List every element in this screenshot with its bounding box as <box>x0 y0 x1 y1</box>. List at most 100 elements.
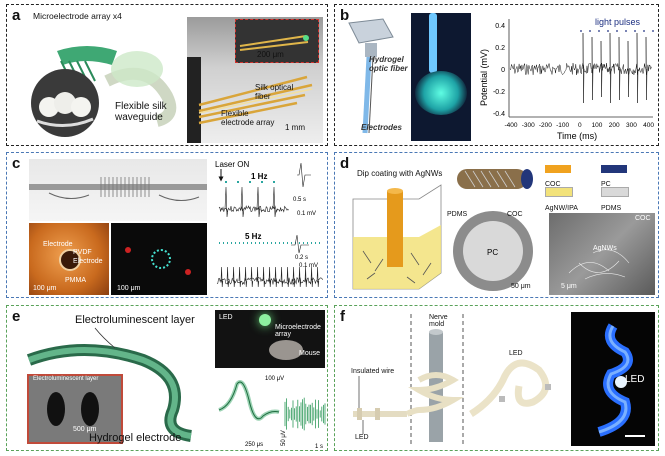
pdms-label: PDMS <box>447 211 468 218</box>
material-legend: COC PC AgNW/IPA PDMS <box>545 165 655 212</box>
legend-coc: COC <box>545 165 571 191</box>
trace-5hz <box>216 266 323 288</box>
panel-c-label: c <box>12 155 21 172</box>
trace-1hz <box>218 186 289 218</box>
y-tick-label: -0.2 <box>493 89 505 96</box>
x-axis-label: Time (ms) <box>557 131 597 141</box>
panel-a-photo <box>187 17 323 143</box>
x-tick-label: -300 <box>522 122 535 129</box>
5hz-label: 5 Hz <box>245 232 261 241</box>
pmma-label: PMMA <box>65 277 86 284</box>
coc-label: COC <box>507 211 523 218</box>
coated-rod-illustration <box>457 169 533 189</box>
light-pulse-dot <box>625 30 627 32</box>
electrode-label-1: Electrode <box>43 241 73 248</box>
x-tick-label: -200 <box>539 122 552 129</box>
waveguide-label: Flexible silk waveguide <box>115 101 167 123</box>
light-pulse-dot <box>598 30 600 32</box>
pc-label: PC <box>487 248 498 257</box>
agnws-label: AgNWs <box>593 245 617 252</box>
led-label-e: LED <box>219 314 233 321</box>
panel-d-label: d <box>340 155 350 172</box>
legend-agnw: AgNW/IPA <box>545 187 578 215</box>
y-tick-label: 0.4 <box>495 23 505 30</box>
led-bottom-label: LED <box>355 434 369 441</box>
light-pulse-dot <box>652 30 654 32</box>
legend-pc: PC <box>601 165 627 191</box>
x-tick-label: -100 <box>556 122 569 129</box>
panel-a: a Microelectrode array x4 Flexible silk … <box>6 4 328 146</box>
time-scale-1: 0.5 s <box>293 197 306 203</box>
led-photo-label: LED <box>625 374 645 385</box>
legend-pdms: PDMS <box>601 187 629 215</box>
microelectrode-label: Microelectrode array <box>275 324 321 338</box>
electrodes-label: Electrodes <box>361 123 402 132</box>
x-tick-label: 300 <box>626 122 637 129</box>
x-tick-label: 400 <box>643 122 654 129</box>
laser-on-label: Laser ON <box>215 160 249 169</box>
potential-trace <box>509 32 652 104</box>
dip-coating-illustration <box>352 184 442 290</box>
panel-a-label: a <box>12 7 21 24</box>
50uv-scale: 50 μV <box>281 430 287 446</box>
scale-500um: 500 μm <box>73 426 97 433</box>
led-spiral-label: LED <box>509 350 523 357</box>
light-pulse-dot <box>589 30 591 32</box>
coiled-fiber-photo <box>29 159 207 221</box>
glowing-implant-photo <box>571 312 655 446</box>
mouse-label: Mouse <box>299 350 321 357</box>
mouse-photo <box>215 310 325 368</box>
sem-inset <box>27 374 123 444</box>
250us-scale: 250 μs <box>245 442 263 448</box>
100uv-scale: 100 μV <box>265 376 284 382</box>
light-pulse-dot <box>580 30 582 32</box>
y-tick-label: 0.2 <box>495 45 505 52</box>
y-tick-label: -0.4 <box>493 111 505 118</box>
panel-d: d Dip coating with AgNWs PC PDMS COC 50 … <box>334 152 659 298</box>
time-scale-2: 0.2 s <box>295 255 308 261</box>
scale-100um-1: 100 μm <box>33 285 57 292</box>
inset-el-layer-label: Electroluminescent layer <box>33 376 99 382</box>
hydrogel-electrode-label: Hydrogel electrode <box>89 432 182 444</box>
mv-scale-2: 0.1 mV <box>299 263 318 269</box>
light-pulse-dot <box>634 30 636 32</box>
scale-200um: 200 μm <box>257 50 284 59</box>
fluorescence-photo <box>111 223 207 295</box>
cross-section-photo <box>29 223 109 295</box>
light-pulse-dot <box>643 30 645 32</box>
fiber-illustration <box>26 327 193 442</box>
electrode-label-2: Electrode <box>73 258 103 265</box>
inset-zoom <box>235 19 319 63</box>
nerve-mold-label: Nerve mold <box>429 314 448 328</box>
sem-coc-label: COC <box>635 215 651 222</box>
insulated-wire-label: Insulated wire <box>351 368 395 375</box>
panel-b-label: b <box>340 7 350 24</box>
scale-50um: 50 μm <box>511 283 531 290</box>
dip-coating-label: Dip coating with AgNWs <box>357 169 443 178</box>
x-tick-label: 0 <box>578 122 582 129</box>
panel-f-label: f <box>340 308 345 325</box>
scale-100um-2: 100 μm <box>117 285 141 292</box>
cross-section-diagram: PC <box>453 211 533 291</box>
scale-5um: 5 μm <box>561 283 577 290</box>
mv-scale-1: 0.1 mV <box>297 211 316 217</box>
x-tick-label: 100 <box>592 122 603 129</box>
microelectrode-array-label: Microelectrode array x4 <box>33 11 122 21</box>
panel-e-label: e <box>12 308 21 325</box>
light-pulses-label: light pulses <box>595 17 641 27</box>
hydrogel-fiber-illustration <box>348 18 394 134</box>
light-pulse-dot <box>607 30 609 32</box>
light-pulse-dot <box>616 30 618 32</box>
pvdf-label: PVDF <box>73 249 92 256</box>
scale-1mm: 1 mm <box>285 123 305 132</box>
silk-waveguide-illustration <box>31 46 177 137</box>
x-tick-label: 200 <box>609 122 620 129</box>
1hz-label: 1 Hz <box>251 172 267 181</box>
electroluminescent-layer-label: Electroluminescent layer <box>75 314 195 326</box>
implant-fabrication-diagram <box>353 314 551 446</box>
sem-image <box>549 213 655 295</box>
x-tick-label: -400 <box>504 122 517 129</box>
panel-f: f Insulated wire LED Nerve mold LED LED <box>334 305 659 451</box>
